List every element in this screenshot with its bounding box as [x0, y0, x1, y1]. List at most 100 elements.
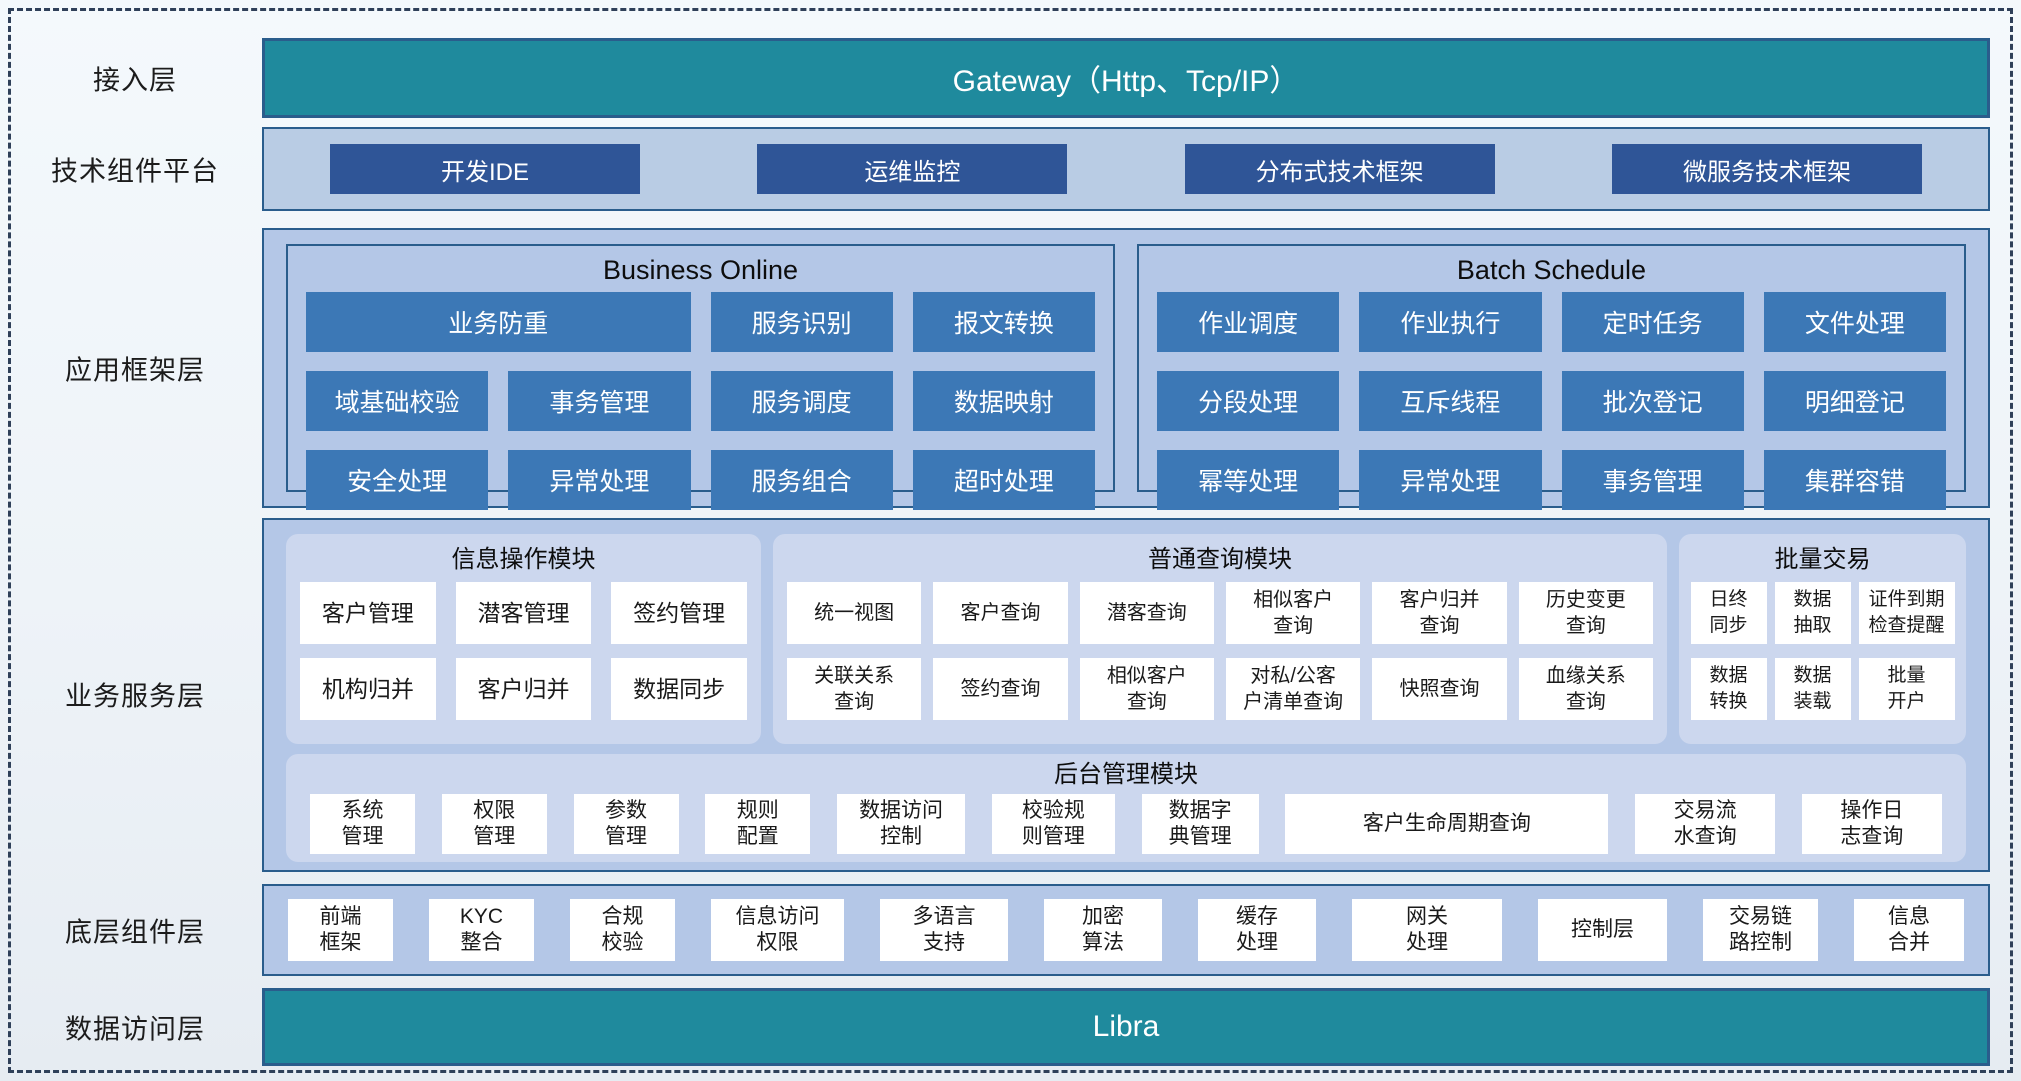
- component-box: 前端 框架: [288, 899, 393, 961]
- framework-box: 明细登记: [1763, 371, 1946, 431]
- layer-label-tech-platform: 技术组件平台: [51, 156, 219, 187]
- admin-box: 数据访问 控制: [837, 794, 966, 854]
- batch-schedule-panel: Batch Schedule 作业调度作业执行定时任务文件处理 分段处理互斥线程…: [1137, 244, 1966, 510]
- component-box: 交易链 路控制: [1703, 899, 1818, 961]
- admin-box: 参数 管理: [573, 794, 679, 854]
- service-box: 签约查询: [933, 658, 1068, 720]
- batch-schedule-title: Batch Schedule: [1456, 255, 1647, 285]
- admin-box: 客户生命周期查询: [1285, 794, 1609, 854]
- backend-admin-row: 系统 管理权限 管理参数 管理规则 配置数据访问 控制校验规 则管理数据字 典管…: [310, 794, 1942, 854]
- info-operation-row: 机构归并客户归并数据同步: [300, 658, 747, 720]
- service-box: 相似客户 查询: [1079, 658, 1214, 720]
- framework-box: 作业调度: [1157, 292, 1340, 352]
- business-service-modules: 信息操作模块 客户管理潜客管理签约管理 机构归并客户归并数据同步 普通查询模块 …: [286, 534, 1966, 744]
- service-box: 数据 抽取: [1774, 582, 1851, 644]
- admin-box: 交易流 水查询: [1635, 794, 1776, 854]
- framework-box: 互斥线程: [1359, 371, 1542, 431]
- layer-label-data-access: 数据访问层: [65, 1014, 205, 1045]
- service-box: 客户归并 查询: [1372, 582, 1507, 644]
- service-box: 潜客查询: [1079, 582, 1214, 644]
- service-box: 客户管理: [300, 582, 436, 644]
- business-online-row: 业务防重服务识别报文转换: [306, 292, 1095, 352]
- admin-box: 权限 管理: [441, 794, 547, 854]
- framework-box: 事务管理: [1561, 450, 1744, 510]
- tech-box: 运维监控: [757, 144, 1068, 194]
- libra-bar: Libra: [262, 988, 1990, 1066]
- framework-box: 域基础校验: [306, 371, 489, 431]
- framework-box: 批次登记: [1561, 371, 1744, 431]
- service-box: 血缘关系 查询: [1518, 658, 1653, 720]
- info-operation-row: 客户管理潜客管理签约管理: [300, 582, 747, 644]
- service-box: 潜客管理: [455, 582, 592, 644]
- service-box: 对私/公客 户清单查询: [1225, 658, 1361, 720]
- backend-admin-title: 后台管理模块: [1054, 761, 1198, 788]
- framework-box: 集群容错: [1763, 450, 1946, 510]
- service-box: 数据同步: [611, 658, 747, 720]
- tech-platform-panel: 开发IDE 运维监控 分布式技术框架 微服务技术框架: [262, 127, 1990, 211]
- service-box: 客户归并: [455, 658, 592, 720]
- batch-schedule-row: 作业调度作业执行定时任务文件处理: [1157, 292, 1946, 352]
- service-box: 相似客户 查询: [1225, 582, 1361, 644]
- framework-box: 安全处理: [306, 450, 489, 510]
- component-box: KYC 整合: [429, 899, 534, 961]
- tech-box: 微服务技术框架: [1611, 144, 1922, 194]
- framework-box: 定时任务: [1561, 292, 1744, 352]
- batch-transaction-title: 批量交易: [1774, 546, 1871, 573]
- admin-box: 系统 管理: [310, 794, 415, 854]
- framework-box: 文件处理: [1763, 292, 1946, 352]
- batch-schedule-row: 分段处理互斥线程批次登记明细登记: [1157, 371, 1946, 431]
- component-box: 控制层: [1538, 899, 1667, 961]
- service-box: 关联关系 查询: [787, 658, 922, 720]
- framework-box: 报文转换: [912, 292, 1095, 352]
- tech-box: 分布式技术框架: [1184, 144, 1495, 194]
- info-operation-module: 信息操作模块 客户管理潜客管理签约管理 机构归并客户归并数据同步: [286, 534, 761, 744]
- framework-box: 服务调度: [710, 371, 893, 431]
- framework-box: 超时处理: [912, 450, 1095, 510]
- framework-box: 数据映射: [912, 371, 1095, 431]
- service-box: 签约管理: [611, 582, 747, 644]
- business-service-panel: 信息操作模块 客户管理潜客管理签约管理 机构归并客户归并数据同步 普通查询模块 …: [262, 518, 1990, 872]
- batch-transaction-row: 数据 转换数据 装载批量 开户: [1689, 658, 1956, 720]
- component-box: 缓存 处理: [1198, 899, 1316, 961]
- gateway-bar: Gateway（Http、Tcp/IP）: [262, 38, 1990, 118]
- component-box: 加密 算法: [1044, 899, 1162, 961]
- service-box: 数据 转换: [1690, 658, 1767, 720]
- batch-transaction-row: 日终 同步数据 抽取证件到期 检查提醒: [1689, 582, 1956, 644]
- business-online-row: 安全处理异常处理服务组合超时处理: [306, 450, 1095, 510]
- app-framework-panel: Business Online 业务防重服务识别报文转换 域基础校验事务管理服务…: [262, 228, 1990, 510]
- service-box: 数据 装载: [1774, 658, 1851, 720]
- service-box: 客户查询: [933, 582, 1068, 644]
- component-box: 网关 处理: [1352, 899, 1502, 961]
- batch-transaction-module: 批量交易 日终 同步数据 抽取证件到期 检查提醒 数据 转换数据 装载批量 开户: [1679, 534, 1966, 744]
- framework-box: 业务防重: [306, 292, 691, 352]
- tech-box: 开发IDE: [330, 144, 640, 194]
- framework-box: 幂等处理: [1157, 450, 1340, 510]
- backend-admin-module: 后台管理模块 系统 管理权限 管理参数 管理规则 配置数据访问 控制校验规 则管…: [286, 754, 1966, 862]
- admin-box: 校验规 则管理: [991, 794, 1115, 854]
- component-box: 合规 校验: [570, 899, 675, 961]
- framework-box: 服务组合: [710, 450, 893, 510]
- framework-box: 服务识别: [710, 292, 893, 352]
- libra-title: Libra: [1092, 1010, 1160, 1043]
- framework-box: 异常处理: [1359, 450, 1542, 510]
- service-box: 批量 开户: [1858, 658, 1955, 720]
- component-box: 信息 合并: [1854, 899, 1964, 961]
- layer-label-business-service: 业务服务层: [65, 681, 205, 712]
- admin-box: 规则 配置: [705, 794, 811, 854]
- layer-label-access: 接入层: [93, 65, 177, 96]
- framework-box: 事务管理: [508, 371, 691, 431]
- framework-box: 分段处理: [1157, 371, 1340, 431]
- business-online-title: Business Online: [602, 255, 799, 285]
- common-query-module: 普通查询模块 统一视图客户查询潜客查询相似客户 查询客户归并 查询历史变更 查询…: [773, 534, 1667, 744]
- info-operation-title: 信息操作模块: [451, 546, 596, 573]
- layer-label-base-components: 底层组件层: [65, 917, 205, 948]
- admin-box: 数据字 典管理: [1141, 794, 1259, 854]
- gateway-title: Gateway（Http、Tcp/IP）: [952, 65, 1300, 98]
- business-online-panel: Business Online 业务防重服务识别报文转换 域基础校验事务管理服务…: [286, 244, 1115, 510]
- business-online-row: 域基础校验事务管理服务调度数据映射: [306, 371, 1095, 431]
- admin-box: 操作日 志查询: [1801, 794, 1942, 854]
- service-box: 快照查询: [1372, 658, 1507, 720]
- common-query-row: 关联关系 查询签约查询相似客户 查询对私/公客 户清单查询快照查询血缘关系 查询: [787, 658, 1653, 720]
